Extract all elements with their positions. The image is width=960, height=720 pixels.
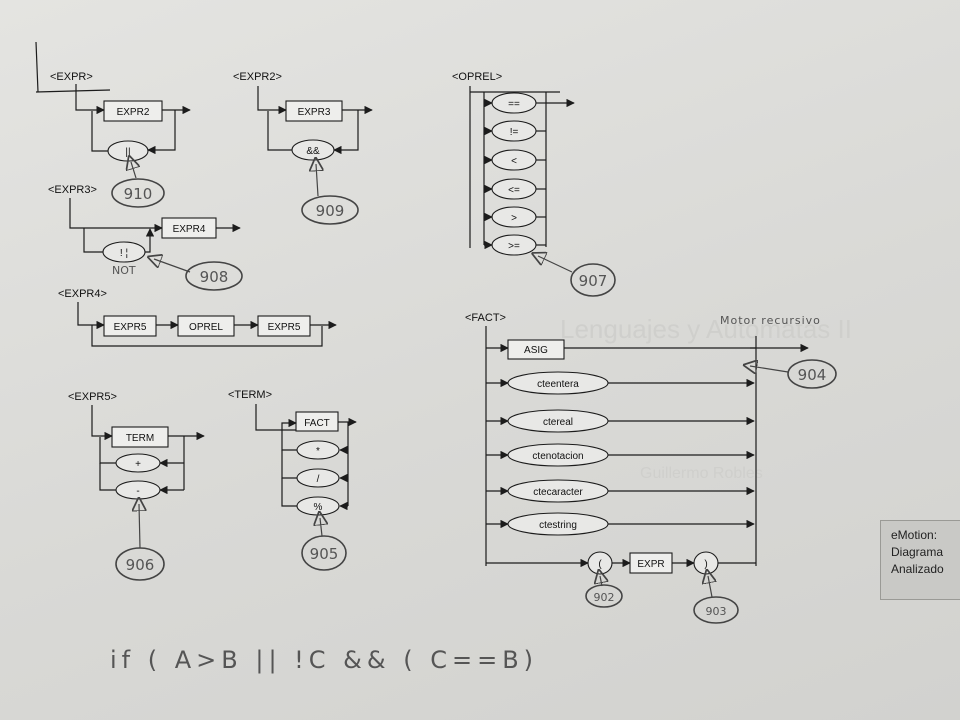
rule-expr3-title: <EXPR3> (48, 184, 97, 196)
ref-907: 907 (579, 272, 608, 290)
expr2-box-label: EXPR2 (117, 107, 150, 118)
card-line-3: Analizado (891, 562, 944, 576)
not-operator-label: ! ¦ (120, 248, 128, 259)
ref-905-circle (301, 535, 347, 571)
ghost-subtitle: Guillermo Robles (640, 465, 763, 482)
le-operator-label: <= (508, 185, 520, 196)
ref-905: 905 (310, 545, 339, 563)
ctereal-label: ctereal (543, 417, 573, 428)
card-line-1: eMotion: (891, 528, 938, 542)
fact-expr-box-label: EXPR (637, 559, 664, 570)
ref-910-circle (111, 178, 165, 208)
ref-903: 903 (706, 605, 727, 618)
expr3-box (285, 100, 343, 122)
rule-oprel-title: <OPREL> (452, 71, 502, 83)
asig-box (507, 339, 565, 360)
neq-operator-label: != (510, 127, 519, 138)
term-box (111, 426, 169, 448)
and-operator-label: && (306, 146, 320, 157)
term-box-label: TERM (126, 433, 154, 444)
fact-box-label: FACT (304, 418, 330, 429)
margin-line (35, 41, 111, 93)
ctenotacion-label: ctenotacion (532, 451, 583, 462)
minus-operator-label: - (136, 486, 139, 497)
ref-903-circle (693, 596, 739, 624)
ref-909: 909 (316, 202, 345, 220)
mul-operator-label: * (316, 446, 320, 457)
expr5-box-left (103, 315, 157, 337)
rule-term-title: <TERM> (228, 389, 272, 401)
handwritten-if-statement: if ( A>B || !C && ( C==B) (110, 646, 538, 674)
ref-908: 908 (200, 268, 229, 286)
mod-operator-label: % (314, 502, 323, 513)
or-operator-label: || (125, 147, 130, 158)
not-note: NOT (112, 264, 136, 277)
rule-expr: <EXPR> EXPR2 || 910 (50, 71, 191, 208)
ref-904-circle (787, 359, 837, 389)
asig-box-label: ASIG (524, 345, 548, 356)
card-line-2: Diagrama (891, 545, 944, 559)
emotion-card: eMotion: Diagrama Analizado (880, 520, 960, 600)
ref-907-circle (570, 263, 616, 297)
rule-expr5: <EXPR5> TERM + - 906 (68, 391, 205, 581)
ref-902: 902 (594, 591, 615, 604)
rule-oprel: <OPREL> == != < <= > >= 907 (452, 71, 616, 297)
cteentera-label: cteentera (537, 379, 579, 390)
rule-fact: <FACT> Motor recursivo ASIG 904 cteenter… (465, 312, 837, 624)
rule-expr2-title: <EXPR2> (233, 71, 282, 83)
rule-fact-title: <FACT> (465, 312, 506, 324)
ge-operator-label: >= (508, 241, 520, 252)
eq-operator-label: == (508, 99, 520, 110)
rule-expr3: <EXPR3> EXPR4 ! ¦ NOT 908 (48, 184, 243, 291)
expr2-box (103, 100, 163, 122)
motor-annotation: Motor recursivo (720, 314, 821, 327)
div-operator-label: / (317, 474, 320, 485)
oprel-box (177, 315, 235, 337)
ctecaracter-label: ctecaracter (533, 487, 583, 498)
expr5-box-right-label: EXPR5 (268, 322, 301, 333)
expr4-box-label: EXPR4 (173, 224, 206, 235)
oprel-box-label: OPREL (189, 322, 223, 333)
expr5-box-right (257, 315, 311, 337)
expr3-box-label: EXPR3 (298, 107, 331, 118)
rule-expr2: <EXPR2> EXPR3 && 909 (233, 71, 373, 225)
ghost-title: Lenguajes y Autómatas II (560, 314, 852, 344)
ref-908-circle (185, 261, 243, 291)
ref-902-circle (585, 584, 623, 608)
ctestring-label: ctestring (539, 520, 577, 531)
ref-910: 910 (124, 185, 153, 203)
rule-expr-title: <EXPR> (50, 71, 93, 83)
rule-term: <TERM> FACT * / % 905 (228, 389, 357, 571)
ref-909-circle (301, 195, 359, 225)
gt-operator-label: > (511, 213, 517, 224)
close-paren-label: ) (704, 559, 707, 570)
rule-expr5-title: <EXPR5> (68, 391, 117, 403)
lt-operator-label: < (511, 156, 517, 167)
ref-904: 904 (798, 366, 827, 384)
rule-expr4-title: <EXPR4> (58, 288, 107, 300)
open-paren-label: ( (598, 559, 602, 570)
ref-906: 906 (126, 556, 155, 574)
expr5-box-left-label: EXPR5 (114, 322, 147, 333)
rule-expr4: <EXPR4> EXPR5 OPREL EXPR5 (58, 288, 337, 347)
plus-operator-label: + (135, 459, 141, 470)
